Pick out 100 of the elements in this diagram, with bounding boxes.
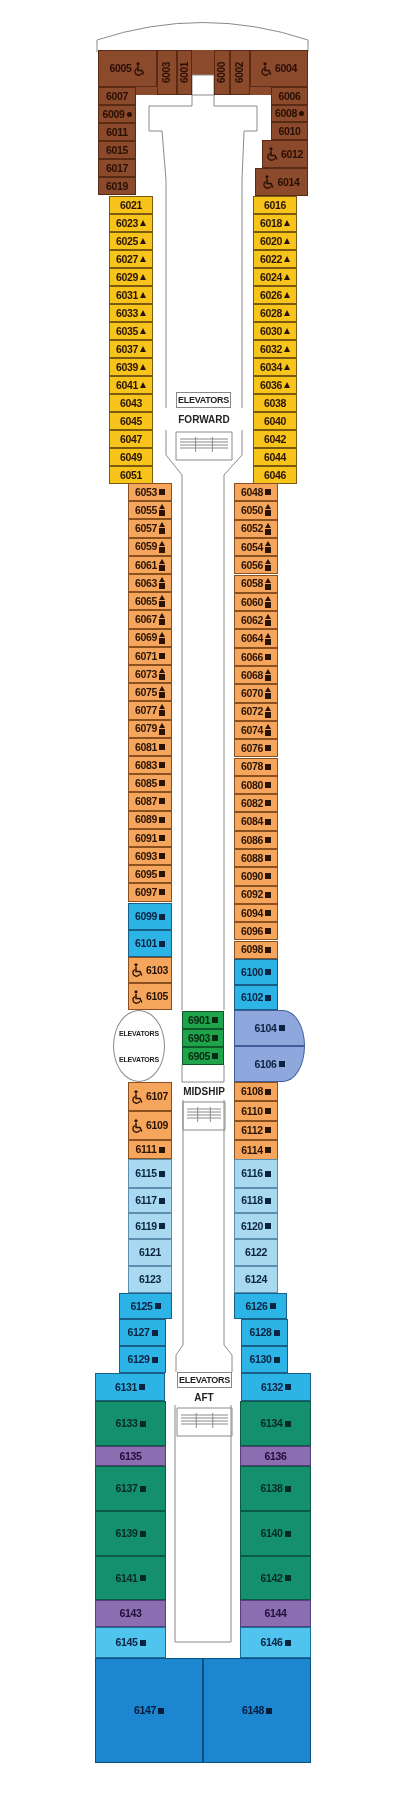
cabin-number: 6090	[240, 871, 264, 882]
cabin	[128, 847, 172, 866]
cabin-number: 6034	[259, 361, 283, 373]
cabin-number: 6026	[259, 289, 283, 301]
cabin	[157, 50, 177, 95]
cabin-number: 6122	[244, 1247, 268, 1258]
cabin-number: 6021	[119, 199, 143, 211]
cabin	[128, 483, 172, 502]
cabin-number: 6011	[106, 126, 128, 138]
cabin-number: 6108	[240, 1086, 264, 1097]
cabin-number: 6004	[274, 63, 298, 74]
cabin	[253, 196, 297, 214]
cabin-number: 6033	[115, 307, 139, 319]
cabin-number: 6136	[264, 1450, 287, 1462]
cabin-number: 6120	[240, 1220, 264, 1232]
cabin-number: 6092	[240, 889, 264, 900]
cabin	[109, 196, 153, 214]
cabin-number: 6074	[240, 724, 264, 736]
cabin-number: 6088	[240, 852, 264, 864]
cabin	[128, 865, 172, 884]
cabin-number: 6055	[134, 505, 158, 516]
cabin	[234, 574, 278, 593]
cabin-number: 6109	[145, 1120, 169, 1131]
cabin	[109, 466, 153, 484]
cabin	[128, 930, 172, 957]
cabin	[98, 87, 136, 105]
cabin-number: 6070	[240, 688, 264, 699]
cabin	[109, 358, 153, 376]
elevator-area	[113, 1010, 165, 1082]
cabin-number: 6029	[115, 271, 139, 283]
cabin	[95, 1446, 166, 1466]
cabin	[214, 50, 230, 95]
cabin-number: 6060	[240, 596, 264, 608]
cabin	[95, 1556, 166, 1600]
cabin-number: 6045	[119, 415, 143, 427]
cabin	[234, 985, 278, 1010]
elevator-label: ELEVATORS	[179, 1375, 230, 1385]
cabin	[128, 1140, 172, 1159]
cabin-number: 6105	[145, 991, 169, 1002]
cabin-number: 6077	[134, 705, 158, 716]
cabin-number: 6019	[105, 180, 129, 192]
cabin	[253, 394, 297, 412]
area-label: AFT	[194, 1392, 214, 1403]
cabin-number: 6025	[115, 235, 139, 247]
cabin	[95, 1627, 166, 1658]
cabin	[128, 683, 172, 702]
cabin-number: 6137	[115, 1483, 138, 1494]
cabin-number: 6041	[115, 379, 139, 391]
cabin-number: 6064	[240, 633, 264, 644]
cabin	[128, 1239, 172, 1266]
cabin	[109, 340, 153, 358]
cabin	[98, 177, 136, 195]
cabin-number: 6065	[134, 596, 158, 607]
cabin	[95, 1401, 166, 1446]
cabin	[128, 903, 172, 930]
cabin	[253, 250, 297, 268]
elevator-label: ELEVATORS	[178, 395, 229, 405]
cabin-number: 6035	[115, 325, 139, 337]
cabin	[128, 1266, 172, 1293]
cabin-number: 6081	[134, 741, 158, 753]
cabin	[234, 556, 278, 575]
cabin	[234, 757, 278, 776]
cabin-number: 6121	[138, 1247, 162, 1258]
cabin	[128, 1213, 172, 1239]
cabin-number: 6050	[240, 505, 264, 516]
cabin	[234, 1293, 287, 1319]
cabin-number: 6133	[115, 1418, 138, 1429]
cabin-number: 6076	[240, 743, 264, 754]
cabin-number: 6049	[119, 451, 143, 463]
cabin	[109, 304, 153, 322]
cabin	[234, 1239, 278, 1266]
cabin	[109, 322, 153, 340]
cabin-number: 6087	[134, 796, 158, 807]
cabin	[98, 50, 157, 87]
cabin-number: 6068	[240, 669, 264, 681]
cabin-number: 6071	[134, 650, 158, 662]
cabin	[234, 1159, 278, 1188]
cabin	[255, 168, 308, 196]
cabin-number: 6069	[134, 632, 158, 643]
cabin-number: 6051	[119, 469, 143, 481]
cabin-number: 6008	[274, 108, 298, 119]
cabin	[234, 739, 278, 758]
cabin	[128, 1159, 172, 1188]
cabin-number: 6104	[254, 1022, 277, 1034]
cabin-number: 6078	[240, 761, 264, 772]
cabin-number: 6901	[187, 1014, 211, 1026]
cabin	[109, 394, 153, 412]
cabin	[240, 1556, 311, 1600]
cabin-number: 6116	[241, 1168, 263, 1179]
cabin-number: 6142	[260, 1572, 283, 1584]
cabin	[128, 610, 172, 629]
cabin-number: 6138	[260, 1483, 283, 1494]
cabin-number: 6024	[259, 271, 283, 283]
cabin	[234, 1010, 305, 1046]
cabin	[234, 959, 278, 985]
cabin-number: 6102	[240, 992, 264, 1003]
cabin-number: 6139	[115, 1528, 138, 1539]
cabin-number: 6085	[134, 778, 158, 789]
cabin-number: 6022	[259, 253, 283, 265]
cabin	[253, 376, 297, 394]
